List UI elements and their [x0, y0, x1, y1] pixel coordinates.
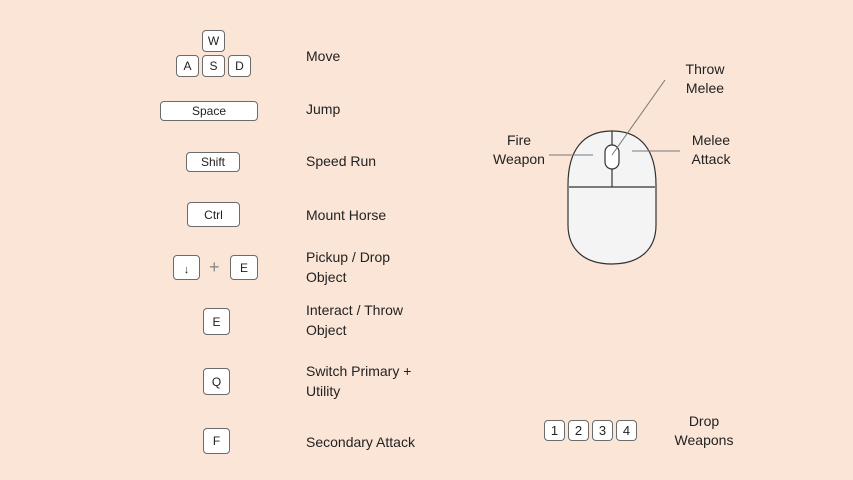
- key-f: F: [203, 428, 230, 454]
- key-2: 2: [568, 420, 589, 441]
- key-down-arrow: ↓: [173, 255, 200, 280]
- key-e-interact: E: [203, 308, 230, 335]
- key-3: 3: [592, 420, 613, 441]
- drop-weapons-label: Drop Weapons: [674, 413, 734, 448]
- melee-attack-label: Melee Attack: [691, 132, 731, 167]
- speed-run-label: Speed Run: [306, 153, 377, 169]
- key-d: D: [228, 55, 251, 77]
- move-label: Move: [306, 48, 341, 64]
- key-a: A: [176, 55, 199, 77]
- key-space: Space: [160, 101, 258, 121]
- throw-melee-label: Throw Melee: [685, 61, 725, 96]
- key-s: S: [202, 55, 225, 77]
- key-4: 4: [616, 420, 637, 441]
- key-shift: Shift: [186, 152, 240, 172]
- key-e-pickup: E: [230, 255, 258, 280]
- pickup-drop-label: Pickup / Drop Object: [306, 249, 391, 285]
- key-ctrl: Ctrl: [187, 202, 240, 227]
- key-1: 1: [544, 420, 565, 441]
- mount-horse-label: Mount Horse: [306, 207, 387, 223]
- jump-label: Jump: [306, 101, 341, 117]
- mouse-icon: [567, 130, 657, 265]
- mouse-scroll-wheel: [604, 144, 620, 170]
- key-q: Q: [203, 368, 230, 395]
- plus-sign: +: [209, 257, 220, 277]
- key-w: W: [202, 30, 225, 52]
- fire-weapon-label: Fire Weapon: [493, 132, 545, 167]
- throw-melee-pointer: [611, 79, 666, 156]
- switch-primary-label: Switch Primary + Utility: [306, 363, 412, 399]
- interact-throw-label: Interact / Throw Object: [306, 302, 404, 338]
- secondary-attack-label: Secondary Attack: [306, 434, 415, 450]
